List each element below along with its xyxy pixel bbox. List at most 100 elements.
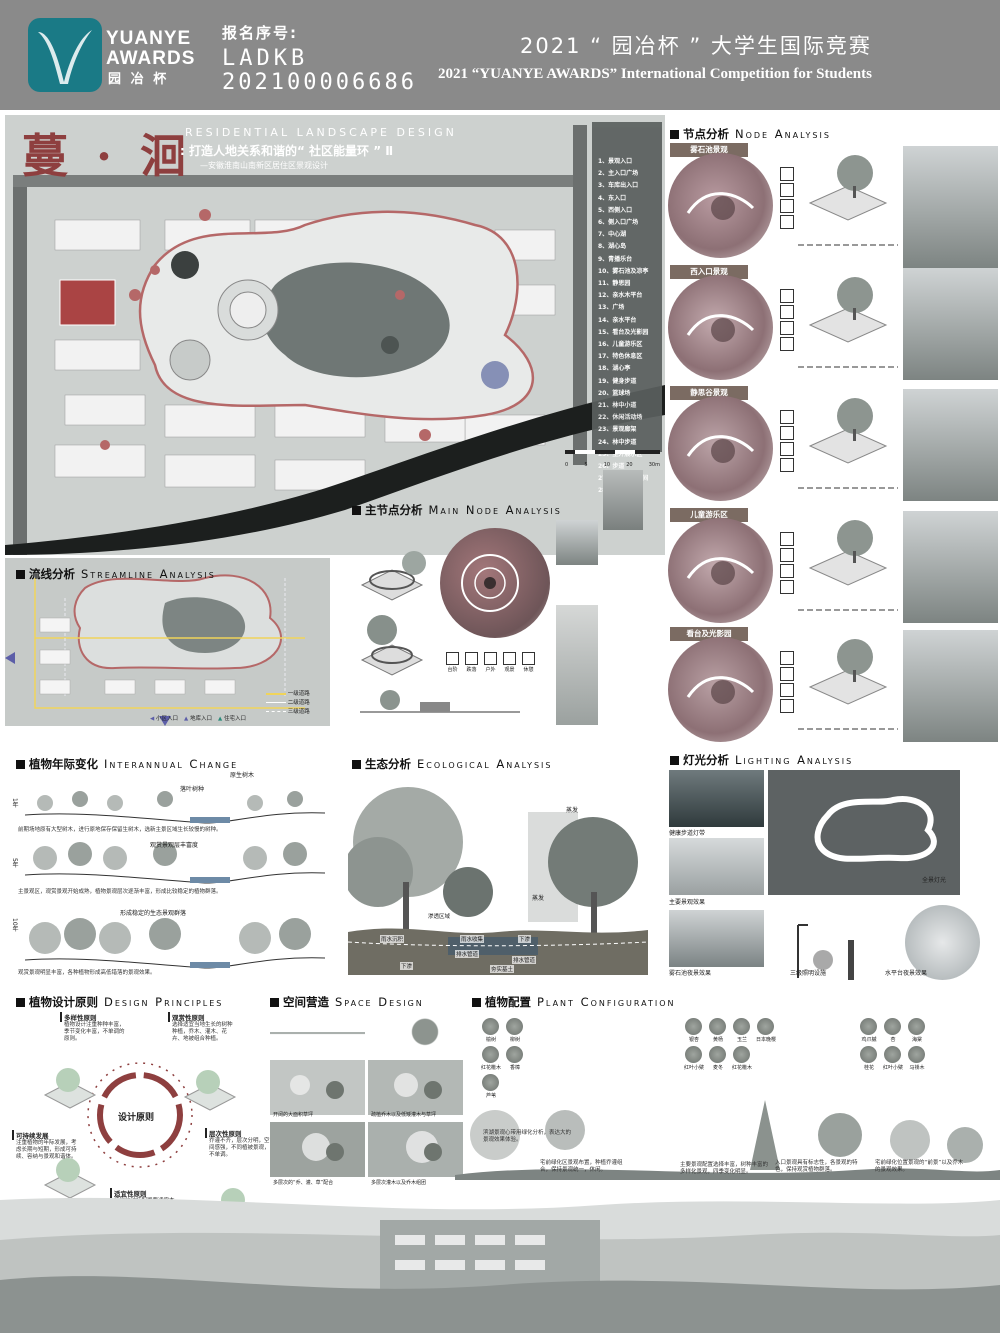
section-square-icon xyxy=(16,570,25,579)
main-node-icon-item: 休憩 xyxy=(522,652,535,673)
plant-swatch xyxy=(482,1018,499,1035)
plant-name: 黄杨 xyxy=(712,1037,723,1043)
node-section-line xyxy=(798,235,898,246)
node-function-icon xyxy=(780,321,794,335)
node-section-line xyxy=(798,600,898,611)
node-function-icon xyxy=(780,532,794,546)
node-section-line xyxy=(798,719,898,730)
main-node-iso-1 xyxy=(352,545,432,605)
logo-line1: YUANYE xyxy=(106,28,192,49)
garage-triangle-icon: ▲ xyxy=(184,716,189,722)
node-plan-circle xyxy=(668,518,773,623)
plant-name: 海棠 xyxy=(911,1037,922,1043)
scale-label: 5 xyxy=(584,462,588,468)
year-label: 10年 xyxy=(11,918,18,932)
node-function-icon xyxy=(780,580,794,594)
main-node-icon-label: 观景 xyxy=(504,667,515,673)
main-node-icon-label: 跌落 xyxy=(466,667,477,673)
node-function-icon xyxy=(780,199,794,213)
plant-config-text: 主要景观配置选择丰富，树种丰富的多样化景观，四季变化明显。 xyxy=(680,1162,769,1175)
node-photo xyxy=(903,389,998,501)
year-label: 5年 xyxy=(11,858,18,868)
main-node-icon-item: 户外 xyxy=(484,652,497,673)
plant-swatch xyxy=(908,1018,925,1035)
principle-item: 观赏性原则选择适宜当地生长的树种种植，乔木、灌木、花卉、地被组合种植。 xyxy=(168,1012,236,1043)
ecological-label: 下渗 xyxy=(400,962,414,970)
lighting-photo-1 xyxy=(669,770,764,827)
space-caption: 多层次的“乔、灌、草”配合 xyxy=(273,1180,334,1186)
section-square-icon xyxy=(352,506,361,515)
main-node-photo-1 xyxy=(556,520,598,565)
section-square-icon xyxy=(352,760,361,769)
node-function-icon xyxy=(780,337,794,351)
node-function-icon xyxy=(780,667,794,681)
entry-triangle-icon: ◀ xyxy=(150,716,155,722)
plant-name: 红叶小檗 xyxy=(683,1065,704,1071)
plant-name: 红花檵木 xyxy=(731,1065,752,1071)
masterplan-drawing xyxy=(5,115,665,555)
evaporation-label-1: 蒸发 xyxy=(566,807,579,814)
section-square-icon xyxy=(670,130,679,139)
space-plan-cell xyxy=(368,1060,463,1115)
logo-mark-icon xyxy=(38,30,92,84)
logo-line2: AWARDS xyxy=(106,48,196,69)
principle-text: 乔灌不齐，层次分明，空间感强，不同植被景观，不单调。 xyxy=(209,1138,270,1158)
plant-name: 杏 xyxy=(890,1037,896,1043)
scale-label: 10 xyxy=(603,462,611,468)
lighting-photo-2 xyxy=(669,838,764,895)
plant-config-section xyxy=(455,1090,1000,1180)
project-title: 蔓 · 洄 xyxy=(22,129,193,183)
logo-cn: 园 冶 杯 xyxy=(108,71,170,86)
interannual-callout: 形成稳定的生态景观群落 xyxy=(120,910,187,917)
principle-text: 植物设计注重种种丰富，季节变化丰富，不单调的原则。 xyxy=(64,1022,125,1042)
section-square-icon xyxy=(670,756,679,765)
plant-swatch xyxy=(860,1018,877,1035)
ecological-label: 渗透区域 xyxy=(427,912,452,920)
interannual-callout: 观赏景观层丰富度 xyxy=(150,842,199,849)
node-function-icon xyxy=(780,548,794,562)
scale-label: 0 xyxy=(565,462,569,468)
interannual-section-drawing xyxy=(24,840,326,885)
space-plan-cell xyxy=(270,1060,365,1115)
legend-item: 3、车库出入口 xyxy=(598,182,639,190)
interannual-callout: 原生树木 xyxy=(230,772,255,779)
plant-name: 榆树 xyxy=(485,1037,496,1043)
legend-item: 14、亲水平台 xyxy=(598,316,637,324)
registration-code-2: 202100006686 xyxy=(222,70,417,95)
node-photo xyxy=(903,511,998,623)
plant-swatch xyxy=(884,1046,901,1063)
ecological-label: 排水管道 xyxy=(455,950,480,958)
ecological-label: 雨水沉积 xyxy=(380,935,405,943)
legend-item: 7、中心湖 xyxy=(598,231,627,239)
legend-item: 4、东入口 xyxy=(598,194,627,202)
main-node-section xyxy=(360,690,520,718)
node-plan-circle xyxy=(668,153,773,258)
space-plan-cell xyxy=(270,1122,365,1177)
residence-triangle-icon: ▲ xyxy=(218,716,223,722)
plant-config-text: 入口景观具有标志性，各景观的特色，保持观赏植物群落。 xyxy=(775,1160,858,1173)
legend-item: 8、湖心岛 xyxy=(598,243,627,251)
legend-item: 16、儿童游乐区 xyxy=(598,341,643,349)
lighting-plan xyxy=(768,770,960,895)
node-iso-model xyxy=(800,513,895,593)
main-node-icon-label: 台阶 xyxy=(447,667,458,673)
plant-swatch xyxy=(908,1046,925,1063)
node-function-icon xyxy=(780,442,794,456)
principle-title: 观赏性原则 xyxy=(168,1012,236,1022)
registration-label: 报名序号: xyxy=(222,24,298,42)
principle-iso-illustration xyxy=(40,1150,100,1200)
node-function-icon xyxy=(780,458,794,472)
section-square-icon xyxy=(16,998,25,1007)
plant-config-text: 宅前绿化区景观布置，种植乔灌组合，保持景观统一，休闲。 xyxy=(540,1160,623,1173)
plant-name: 桂花 xyxy=(863,1065,874,1071)
legend-item: 21、林中小道 xyxy=(598,402,637,410)
node-iso-model xyxy=(800,148,895,228)
principle-title: 层次性原则 xyxy=(205,1128,273,1138)
